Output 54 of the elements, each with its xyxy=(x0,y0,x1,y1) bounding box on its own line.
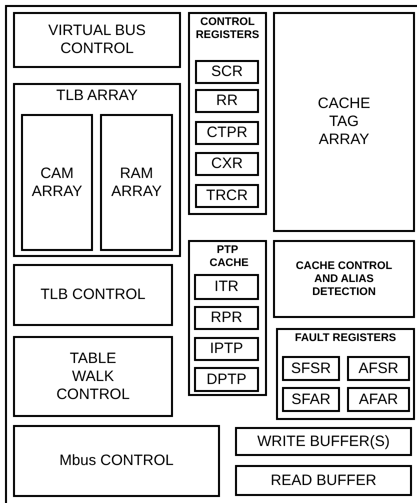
block-label: TLB ARRAY xyxy=(55,87,139,105)
block-group xyxy=(188,240,267,396)
block xyxy=(194,337,259,361)
block xyxy=(194,367,259,392)
block-label: VIRTUAL BUS CONTROL xyxy=(47,22,147,58)
block xyxy=(347,356,410,381)
block-label: AFAR xyxy=(358,390,400,408)
block-label: CTPR xyxy=(206,124,248,142)
block xyxy=(13,425,220,497)
block-label: RPR xyxy=(210,309,244,327)
block xyxy=(195,89,259,113)
block-label: CACHE CONTROL AND ALIAS DETECTION xyxy=(294,260,394,298)
block-label: ITR xyxy=(213,278,240,296)
block xyxy=(195,184,259,208)
block-group xyxy=(13,83,181,257)
block-label: CONTROL REGISTERS xyxy=(194,16,260,42)
block xyxy=(282,387,340,412)
block-label: CAM ARRAY xyxy=(30,164,84,200)
block-label: READ BUFFER xyxy=(270,472,378,490)
block xyxy=(282,356,340,381)
block-label: RAM ARRAY xyxy=(110,164,163,200)
block xyxy=(21,114,93,251)
block-label: TRCR xyxy=(205,187,249,205)
block-label: PTP CACHE xyxy=(208,244,248,270)
block xyxy=(235,465,412,496)
block xyxy=(195,60,259,84)
block-label: TABLE WALK CONTROL xyxy=(55,350,131,404)
block xyxy=(13,12,181,68)
block-label: SCR xyxy=(210,63,244,81)
block-label: SFAR xyxy=(290,390,332,408)
block xyxy=(194,274,259,300)
block xyxy=(273,12,415,232)
block xyxy=(100,114,173,251)
block-label: AFSR xyxy=(357,360,400,378)
block xyxy=(13,264,173,326)
block-label: CXR xyxy=(210,155,244,173)
block-label: FAULT REGISTERS xyxy=(294,332,398,345)
block-label: WRITE BUFFER(S) xyxy=(256,432,391,450)
block-label: Mbus CONTROL xyxy=(58,452,175,470)
block-label: CACHE TAG ARRAY xyxy=(316,95,372,149)
block-label: DPTP xyxy=(205,370,248,388)
block xyxy=(13,336,173,417)
block xyxy=(194,306,259,330)
block xyxy=(195,121,259,145)
block-label: TLB CONTROL xyxy=(39,286,146,304)
block xyxy=(273,240,415,318)
block xyxy=(195,152,259,176)
block-label: IPTP xyxy=(208,340,244,358)
block-label: SFSR xyxy=(290,360,332,378)
block-label: RR xyxy=(215,92,239,110)
block-group xyxy=(276,328,415,420)
block xyxy=(347,387,410,412)
block-group xyxy=(188,12,267,215)
block xyxy=(235,427,412,456)
